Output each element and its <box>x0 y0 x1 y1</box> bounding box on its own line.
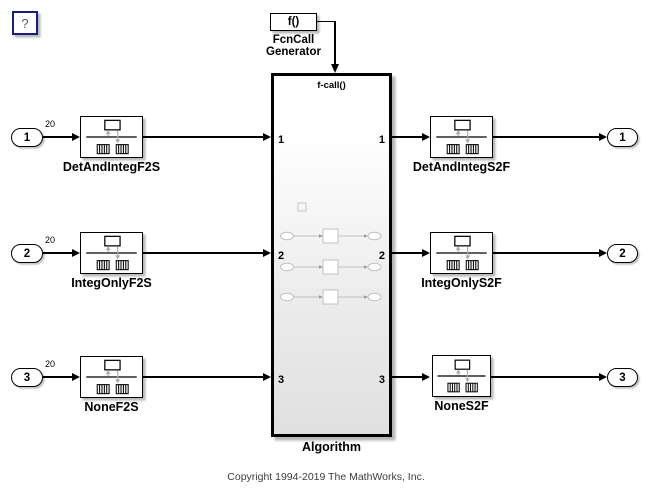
converter-block-nonef2s[interactable] <box>80 356 143 398</box>
algorithm-trigger-port-label: f-call() <box>317 80 346 91</box>
fcncall-signal-line[interactable] <box>317 21 336 23</box>
converter-block-icon <box>437 359 486 393</box>
algorithm-inport-2: 2 <box>278 250 285 262</box>
signal-line[interactable] <box>143 252 263 254</box>
input-port-1-label: 1 <box>23 131 31 144</box>
converter-block-icon <box>436 119 487 155</box>
converter-block-icon <box>86 359 137 395</box>
signal-width-label: 20 <box>45 235 56 245</box>
block-name-label: DetAndIntegS2F <box>412 160 511 174</box>
fcncall-generator-block[interactable]: f() <box>270 13 317 31</box>
signal-line[interactable] <box>143 136 263 138</box>
converter-block-icon <box>436 235 487 271</box>
arrowhead-icon <box>599 132 607 141</box>
signal-line[interactable] <box>493 252 599 254</box>
question-icon: ? <box>21 15 29 31</box>
arrowhead-down-icon <box>330 64 339 73</box>
output-port-3-label: 3 <box>619 371 626 384</box>
arrowhead-icon <box>263 132 271 141</box>
fcncall-generator-label: f() <box>287 16 300 28</box>
fcncall-generator-name-line2: Generator <box>266 45 321 58</box>
algorithm-outport-3: 3 <box>378 374 385 386</box>
converter-block-detandintegs2f[interactable] <box>430 116 493 158</box>
converter-block-icon <box>86 119 137 155</box>
arrowhead-icon <box>599 248 607 257</box>
block-name-label: DetAndIntegF2S <box>62 160 161 174</box>
input-port-3-label: 3 <box>23 371 31 384</box>
fcncall-signal-line-vertical[interactable] <box>334 21 336 66</box>
signal-line[interactable] <box>143 376 263 378</box>
algorithm-outport-1: 1 <box>378 134 385 146</box>
arrowhead-icon <box>72 132 80 141</box>
arrowhead-icon <box>422 372 430 381</box>
signal-line[interactable] <box>493 136 599 138</box>
signal-line[interactable] <box>392 376 422 378</box>
fcncall-generator-name: FcnCall Generator <box>240 34 347 58</box>
algorithm-inport-1: 1 <box>278 134 285 146</box>
converter-block-detandintegf2s[interactable] <box>80 116 143 158</box>
converter-block-integonlys2f[interactable] <box>430 232 493 274</box>
signal-line[interactable] <box>392 252 422 254</box>
input-port-1[interactable]: 1 <box>11 128 43 147</box>
signal-width-label: 20 <box>45 119 56 129</box>
output-port-1-label: 1 <box>619 131 626 144</box>
arrowhead-icon <box>72 248 80 257</box>
output-port-2[interactable]: 2 <box>607 244 638 263</box>
input-port-3[interactable]: 3 <box>11 368 43 387</box>
algorithm-subsystem-block[interactable]: f-call() 1 2 3 1 2 3 <box>271 73 392 437</box>
copyright-text: Copyright 1994-2019 The MathWorks, Inc. <box>227 471 425 483</box>
converter-block-icon <box>86 235 137 271</box>
arrowhead-icon <box>422 132 430 141</box>
block-name-label: IntegOnlyF2S <box>71 276 152 290</box>
arrowhead-icon <box>422 248 430 257</box>
signal-line[interactable] <box>491 376 599 378</box>
arrowhead-icon <box>263 248 271 257</box>
arrowhead-icon <box>72 372 80 381</box>
arrowhead-icon <box>263 372 271 381</box>
signal-width-label: 20 <box>45 359 56 369</box>
block-name-label: NoneF2S <box>84 400 139 414</box>
signal-line[interactable] <box>392 136 422 138</box>
algorithm-inport-3: 3 <box>278 374 285 386</box>
input-port-2[interactable]: 2 <box>11 244 43 263</box>
block-name-label: NoneS2F <box>434 399 489 413</box>
fcncall-generator-name-line1: FcnCall <box>272 34 315 46</box>
converter-block-integonlyf2s[interactable] <box>80 232 143 274</box>
algorithm-outport-2: 2 <box>378 250 385 262</box>
output-port-3[interactable]: 3 <box>607 368 638 387</box>
output-port-1[interactable]: 1 <box>607 128 638 147</box>
help-button[interactable]: ? <box>12 11 38 35</box>
arrowhead-icon <box>599 372 607 381</box>
input-port-2-label: 2 <box>23 247 31 260</box>
block-name-label: IntegOnlyS2F <box>421 276 502 290</box>
signal-line[interactable] <box>43 376 73 378</box>
algorithm-block-name: Algorithm <box>301 440 362 454</box>
subsystem-preview-icon <box>280 202 382 305</box>
output-port-2-label: 2 <box>619 247 626 260</box>
signal-line[interactable] <box>43 136 73 138</box>
signal-line[interactable] <box>43 252 73 254</box>
converter-block-nones2f[interactable] <box>432 355 491 397</box>
